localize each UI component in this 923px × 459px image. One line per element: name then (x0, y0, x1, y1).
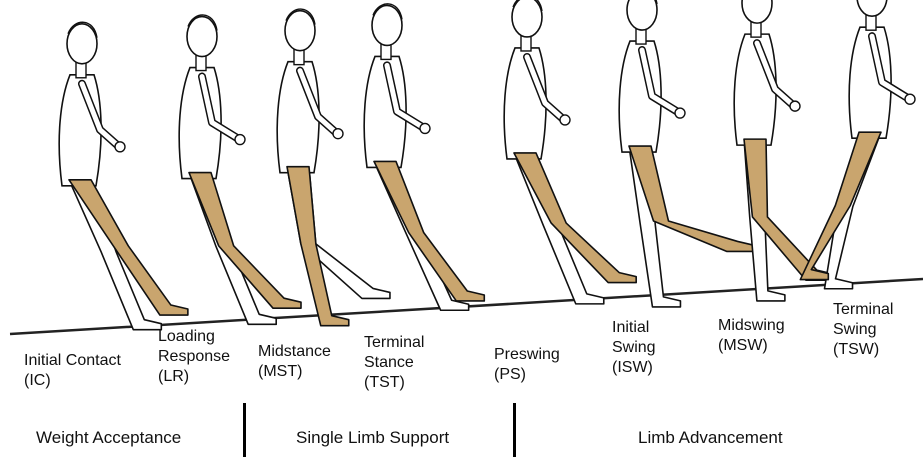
group-divider-2 (513, 403, 516, 457)
walking-figure (364, 4, 484, 310)
phase-label-initial-contact: Initial Contact (IC) (24, 351, 121, 391)
hand (235, 135, 245, 145)
hand (790, 101, 800, 111)
group-label-limb-advancement: Limb Advancement (638, 428, 783, 448)
phase-label-preswing: Preswing (PS) (494, 345, 560, 385)
head (67, 24, 97, 64)
left-leg (69, 180, 161, 330)
phase-label-terminal-stance: Terminal Stance (TST) (364, 333, 424, 393)
right-leg-highlighted (514, 153, 636, 283)
head (742, 0, 772, 23)
head (857, 0, 887, 16)
torso (734, 34, 776, 145)
hand (905, 94, 915, 104)
hand (420, 123, 430, 133)
phase-label-loading-response: Loading Response (LR) (158, 327, 230, 387)
head (512, 0, 542, 37)
hand (675, 108, 685, 118)
phase-label-midstance: Midstance (MST) (258, 342, 331, 382)
head (187, 17, 217, 57)
phase-label-initial-swing: Initial Swing (ISW) (612, 318, 656, 378)
group-label-single-limb-support: Single Limb Support (296, 428, 449, 448)
head (627, 0, 657, 30)
group-divider-1 (243, 403, 246, 457)
group-label-weight-acceptance: Weight Acceptance (36, 428, 181, 448)
hand (560, 115, 570, 125)
phase-label-midswing: Midswing (MSW) (718, 316, 785, 356)
hand (115, 142, 125, 152)
walking-figure (800, 0, 915, 289)
hand (333, 129, 343, 139)
walking-figure (619, 0, 754, 307)
walking-figure (504, 0, 636, 304)
walking-figure (59, 22, 188, 329)
head (372, 5, 402, 45)
phase-label-terminal-swing: Terminal Swing (TSW) (833, 300, 893, 360)
torso (59, 75, 101, 186)
head (285, 11, 315, 51)
torso (277, 62, 319, 173)
torso (504, 48, 546, 159)
